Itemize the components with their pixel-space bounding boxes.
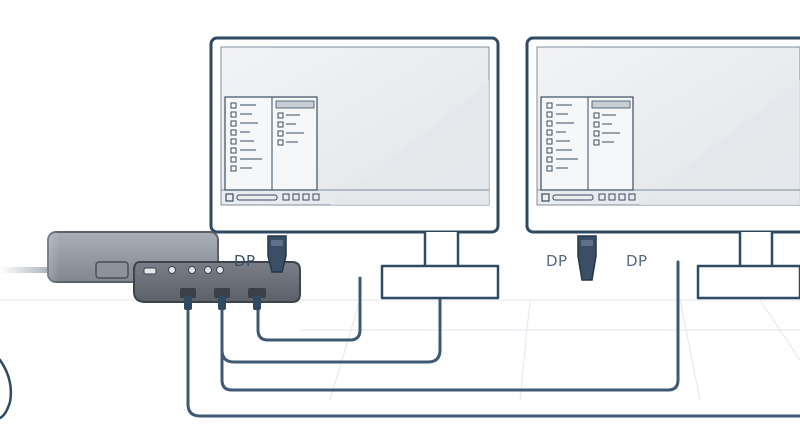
- docking-hub: [0, 225, 301, 310]
- left-monitor: [209, 36, 500, 300]
- left-monitor-stand-base: [380, 264, 500, 300]
- right-monitor: [525, 36, 800, 300]
- host-usb-plug: [95, 261, 129, 279]
- dp-connector-hub: [267, 235, 287, 273]
- left-explorer-window: [224, 96, 318, 191]
- dp-connector-right: [577, 235, 597, 281]
- cable-outer: [186, 290, 800, 418]
- dp-label-right: DP: [626, 252, 648, 270]
- cables: [0, 260, 800, 420]
- right-monitor-stand-base: [696, 264, 800, 300]
- cable-short-loop: [256, 276, 362, 342]
- floor-grid: [0, 299, 800, 401]
- dp-label-middle: DP: [546, 252, 568, 270]
- cable-left-monitor: [220, 260, 442, 364]
- dp-label-hub: DP: [234, 252, 256, 270]
- right-explorer-window: [540, 96, 634, 191]
- cable-right-monitor: [220, 260, 680, 392]
- cable-host-loop: [0, 358, 13, 420]
